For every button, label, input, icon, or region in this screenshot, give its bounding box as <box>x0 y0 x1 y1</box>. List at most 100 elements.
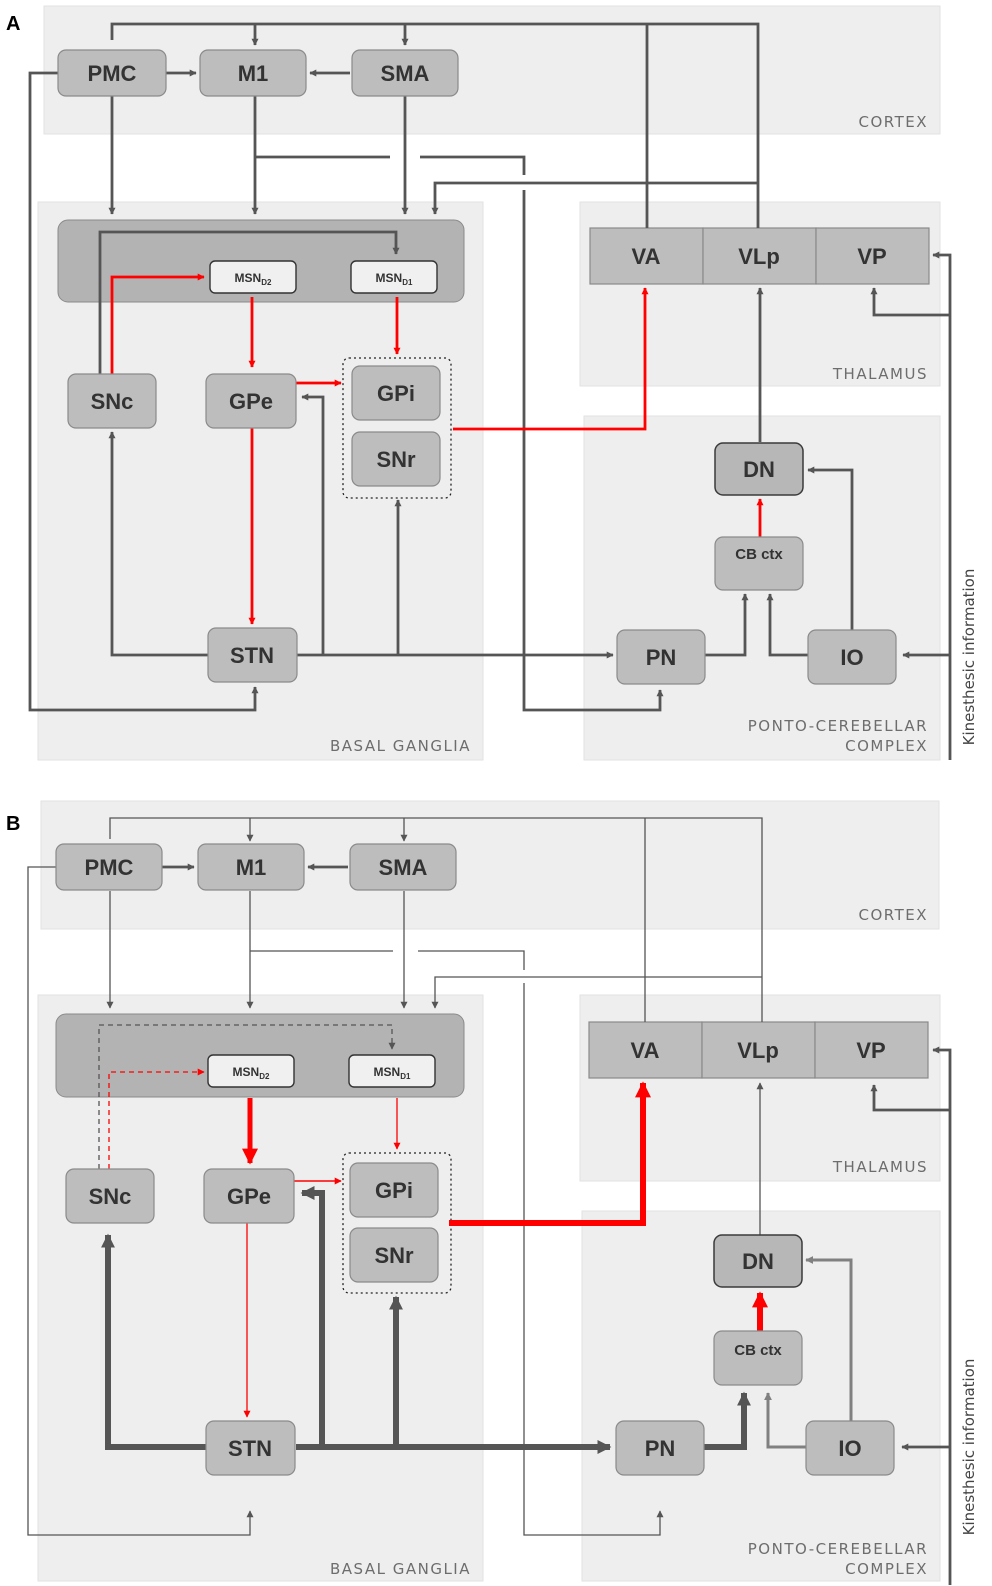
msn-d2-node <box>207 1054 295 1088</box>
snc-node <box>65 1168 155 1224</box>
excitatory-connections <box>27 817 952 1585</box>
thalamus-label: THALAMUS <box>832 1158 928 1176</box>
pmc-node <box>57 49 167 97</box>
pmc-node <box>55 843 163 891</box>
gpi-node <box>349 1162 439 1218</box>
medium-connections <box>764 1256 853 1449</box>
gpe-node <box>205 373 297 429</box>
pmc-label: PMC <box>88 61 137 86</box>
m1-node <box>197 843 305 891</box>
panel-b: B CORTEX BASAL GANGLIA THALAMUS PONTO-CE… <box>6 800 978 1585</box>
snr-label: SNr <box>374 1243 414 1268</box>
snr-label: SNr <box>376 447 416 472</box>
ponto-cerebellar-label-2: COMPLEX <box>845 1560 928 1578</box>
strong-excitatory-connections <box>101 1186 751 1454</box>
sma-label: SMA <box>379 855 428 880</box>
snc-node <box>67 373 157 429</box>
cortex-label: CORTEX <box>858 113 928 131</box>
basal-ganglia-label: BASAL GANGLIA <box>330 1560 471 1578</box>
cbctx-label: CB ctx <box>735 546 783 563</box>
excitatory-connections <box>28 22 952 760</box>
msn-d2-subscript: D2 <box>261 278 272 287</box>
pmc-label: PMC <box>85 855 134 880</box>
stn-node <box>205 1420 296 1476</box>
va-node <box>588 1021 703 1079</box>
cbctx-label: CB ctx <box>734 1342 782 1359</box>
msn-d2-text: MSN <box>235 271 262 285</box>
msn-d1-label: MSND1 <box>376 271 413 287</box>
dn-node <box>713 1234 803 1288</box>
ponto-cerebellar-label: PONTO-CEREBELLAR <box>748 1540 928 1558</box>
thalamus-label: THALAMUS <box>832 365 928 383</box>
sma-label: SMA <box>381 61 430 86</box>
pn-node <box>615 1420 705 1476</box>
va-node <box>589 227 704 285</box>
stn-label: STN <box>230 643 274 668</box>
io-label: IO <box>838 1436 861 1461</box>
vlp-label: VLp <box>738 244 780 269</box>
gpi-snr-group <box>342 357 452 499</box>
snc-label: SNc <box>89 1184 132 1209</box>
msn-d1-text: MSN <box>374 1065 401 1079</box>
msn-d1-node <box>350 260 438 294</box>
gpe-label: GPe <box>227 1184 271 1209</box>
sma-node <box>349 843 457 891</box>
msn-d2-label: MSND2 <box>233 1065 270 1081</box>
vlp-node <box>702 227 817 285</box>
vp-node <box>814 1021 929 1079</box>
gpe-node <box>203 1168 295 1224</box>
vp-label: VP <box>857 244 886 269</box>
gpi-label: GPi <box>377 381 415 406</box>
panel-letter: B <box>6 813 20 835</box>
gpi-snr-group <box>342 1152 452 1294</box>
inhibitory-connections <box>242 1081 768 1418</box>
msn-d2-subscript: D2 <box>259 1072 270 1081</box>
m1-node <box>199 49 307 97</box>
cbctx-node <box>714 536 804 591</box>
gpi-label: GPi <box>375 1178 413 1203</box>
stn-label: STN <box>228 1436 272 1461</box>
dn-node <box>714 442 804 496</box>
ponto-cerebellar-label: PONTO-CEREBELLAR <box>748 717 928 735</box>
msn-d1-node <box>348 1054 436 1088</box>
vp-node <box>815 227 930 285</box>
snr-node <box>351 431 441 487</box>
stn-node <box>207 627 298 683</box>
msn-d2-label: MSND2 <box>235 271 272 287</box>
kinesthesic-label: Kinesthesic information <box>960 569 978 746</box>
msn-d1-subscript: D1 <box>400 1072 411 1081</box>
va-label: VA <box>631 1038 660 1063</box>
va-label: VA <box>632 244 661 269</box>
cortex-region <box>40 800 940 930</box>
msn-d2-node <box>209 260 297 294</box>
inhibitory-connections <box>110 273 764 625</box>
basal-ganglia-label: BASAL GANGLIA <box>330 737 471 755</box>
pn-label: PN <box>646 645 677 670</box>
msn-d2-text: MSN <box>233 1065 260 1079</box>
msn-d1-subscript: D1 <box>402 278 413 287</box>
msn-d1-label: MSND1 <box>374 1065 411 1081</box>
msn-d1-text: MSN <box>376 271 403 285</box>
sma-node <box>351 49 459 97</box>
ponto-cerebellar-label-2: COMPLEX <box>845 737 928 755</box>
snr-node <box>349 1227 439 1283</box>
vp-label: VP <box>856 1038 885 1063</box>
m1-label: M1 <box>238 61 269 86</box>
dashed-connections <box>98 1024 396 1169</box>
panel-a: A CORTEX BASAL GANGLIA THALAMUS PONTO-CE… <box>6 5 978 761</box>
pn-label: PN <box>645 1436 676 1461</box>
cortex-label: CORTEX <box>858 906 928 924</box>
cbctx-node <box>713 1330 803 1386</box>
kinesthesic-label: Kinesthesic information <box>960 1359 978 1536</box>
snc-label: SNc <box>91 389 134 414</box>
pn-node <box>616 629 706 685</box>
io-node <box>805 1420 895 1476</box>
io-label: IO <box>840 645 863 670</box>
gpe-label: GPe <box>229 389 273 414</box>
dn-label: DN <box>742 1249 774 1274</box>
dn-label: DN <box>743 457 775 482</box>
gpi-node <box>351 365 441 421</box>
vlp-label: VLp <box>737 1038 779 1063</box>
io-node <box>807 629 897 685</box>
